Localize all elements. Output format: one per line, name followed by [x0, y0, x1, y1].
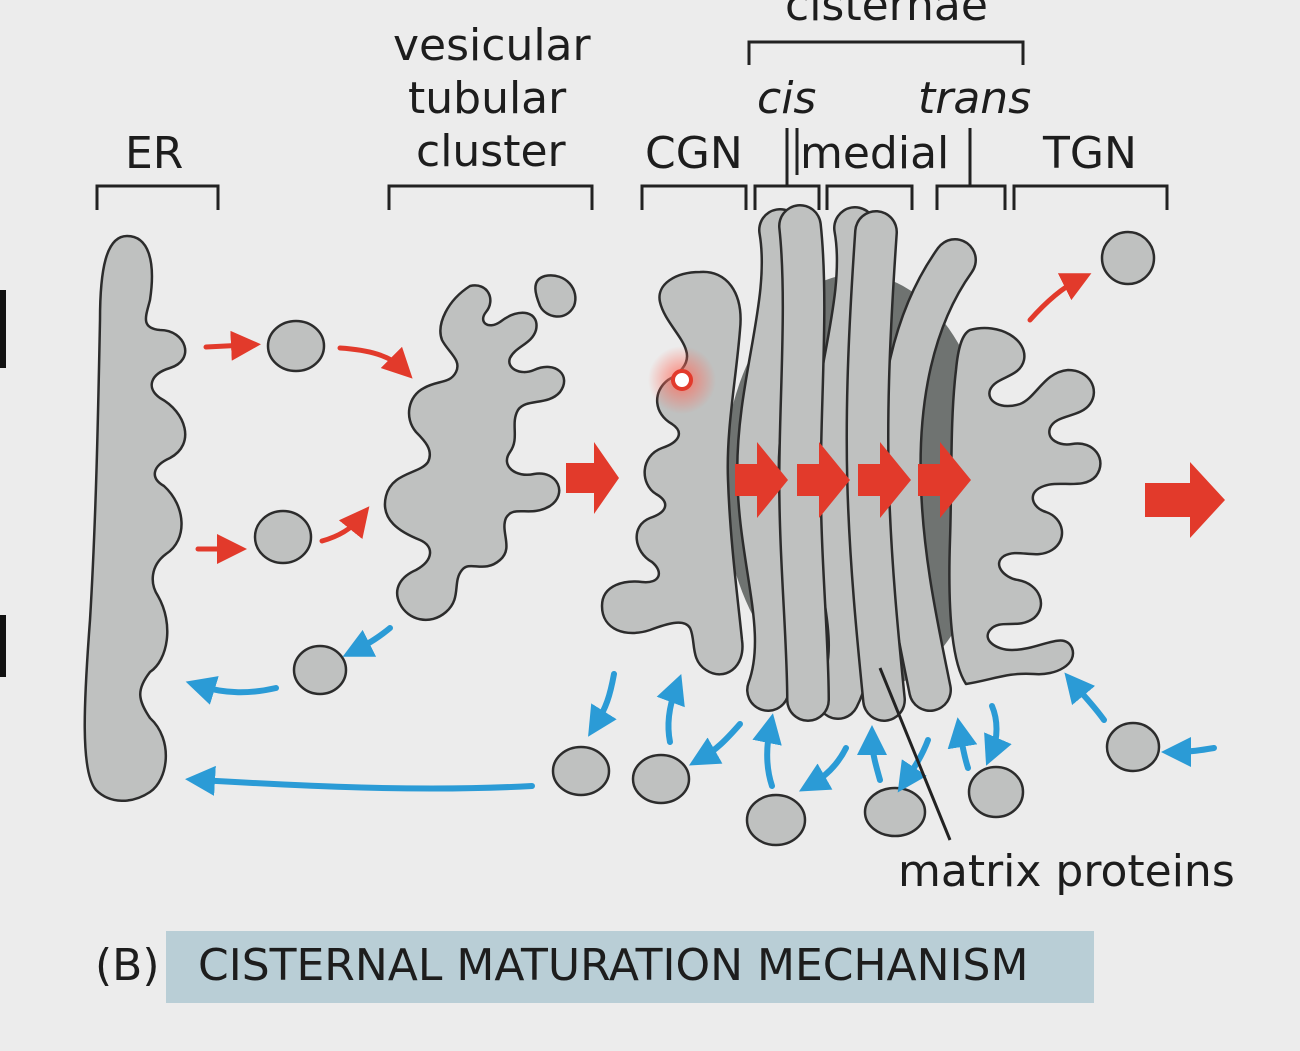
transport-vesicle: [266, 319, 326, 373]
cisternae-label: cisternae: [785, 0, 988, 31]
cgn-label: CGN: [645, 128, 743, 179]
cropped-text-fragment: [0, 615, 6, 677]
medial-label: medial: [800, 128, 949, 179]
cis-golgi-network: [600, 270, 744, 676]
maturation-arrows: [566, 442, 1225, 538]
er-membrane: [83, 234, 187, 802]
caption-letter: (B): [95, 940, 160, 991]
cropped-text-fragment: [0, 290, 6, 368]
caption-band: [166, 931, 1094, 1003]
vtc-label-line3: cluster: [416, 126, 567, 177]
caption-title: CISTERNAL MATURATION MECHANISM: [198, 940, 1029, 991]
cis-label: cis: [757, 73, 816, 124]
matrix-proteins-label: matrix proteins: [898, 846, 1235, 897]
forward-transport-arrows: [195, 273, 1092, 564]
label-brackets: [95, 40, 1169, 210]
retrograde-vesicles: [551, 230, 1161, 847]
cargo-molecule: [671, 369, 693, 391]
trans-label: trans: [918, 73, 1031, 124]
matrix-pointer-line: [878, 667, 952, 841]
trans-golgi-network: [948, 326, 1102, 686]
vesicular-tubular-cluster: [383, 284, 566, 622]
retrograde-transport-arrows: [185, 625, 1217, 796]
vtc-label-line2: tubular: [408, 73, 567, 124]
cisternal-progression-arrows: [735, 442, 971, 518]
retrograde-vesicle: [292, 644, 348, 696]
vtc-tubule: [534, 274, 577, 318]
vtc-label-line1: vesicular: [393, 20, 592, 71]
transport-vesicle: [253, 509, 313, 565]
er-label: ER: [125, 128, 183, 179]
tgn-label: TGN: [1042, 128, 1137, 179]
